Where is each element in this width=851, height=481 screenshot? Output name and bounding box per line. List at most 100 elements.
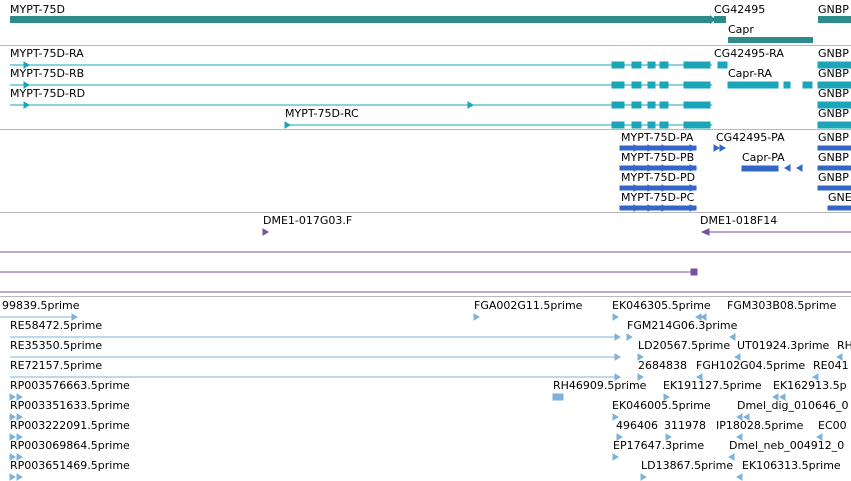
est-label[interactable]: LD13867.5prime (641, 459, 734, 472)
est-label[interactable]: RP003351633.5prime (10, 399, 130, 412)
transcript-label[interactable]: MYPT-75D-RC (285, 107, 359, 120)
gene-mypt-75d-bar[interactable] (10, 16, 710, 23)
est-label[interactable]: 2684838 (638, 359, 687, 372)
transcript-gnbp-exon[interactable] (817, 121, 851, 129)
protein-label[interactable]: MYPT-75D-PA (621, 131, 694, 144)
est-block[interactable] (552, 393, 564, 401)
est-label[interactable]: EC00 (818, 419, 847, 432)
est-arrow[interactable] (696, 373, 703, 381)
protein-label[interactable]: GNBP (818, 151, 849, 164)
est-arrow[interactable] (473, 313, 480, 321)
est-label[interactable]: RE72157.5prime (10, 359, 103, 372)
gene-capr-bar[interactable] (728, 37, 813, 43)
protein-label[interactable]: GNBP (818, 131, 849, 144)
est-label[interactable]: RE35350.5prime (10, 339, 103, 352)
est-arrow[interactable] (9, 413, 16, 421)
est-arrow[interactable] (736, 473, 743, 481)
est-label[interactable]: RP003222091.5prime (10, 419, 130, 432)
protein-label[interactable]: MYPT-75D-PD (621, 171, 696, 184)
est-label[interactable]: RP003651469.5prime (10, 459, 130, 472)
clone-dme1-017g03-marker[interactable] (262, 228, 269, 236)
gene-label-capr[interactable]: Capr (728, 23, 754, 36)
protein-gne-bar[interactable] (827, 205, 851, 211)
est-label[interactable]: EK106313.5prime (742, 459, 841, 472)
protein-label[interactable]: MYPT-75D-PC (621, 191, 695, 204)
protein-label[interactable]: MYPT-75D-PB (621, 151, 695, 164)
est-label[interactable]: RH46909.5prime (553, 379, 647, 392)
est-arrow[interactable] (728, 453, 735, 461)
est-label[interactable]: EK191127.5prime (663, 379, 762, 392)
est-arrow[interactable] (637, 353, 644, 361)
transcript-capr-ra-exon[interactable] (727, 81, 779, 89)
protein-label[interactable]: CG42495-PA (716, 131, 785, 144)
est-arrow[interactable] (9, 433, 16, 441)
est-label[interactable]: EK162913.5p (773, 379, 847, 392)
est-label[interactable]: RP003576663.5prime (10, 379, 130, 392)
est-label[interactable]: 99839.5prime (2, 299, 80, 312)
est-arrow[interactable] (663, 393, 670, 401)
transcript-label[interactable]: Capr-RA (728, 67, 772, 80)
protein-pa-bar[interactable] (619, 145, 697, 151)
est-arrow[interactable] (9, 393, 16, 401)
est-label[interactable]: RE58472.5prime (10, 319, 103, 332)
est-label[interactable]: EP17647.3prime (613, 439, 705, 452)
est-arrow[interactable] (612, 413, 619, 421)
gene-label-gnbp[interactable]: GNBP (818, 3, 849, 16)
est-arrow[interactable] (612, 453, 619, 461)
est-label[interactable]: FGM214G06.3prime (627, 319, 738, 332)
transcript-gnbp-exon[interactable] (817, 61, 851, 69)
est-arrow[interactable] (665, 433, 672, 441)
protein-cg42495-pa-arrow[interactable] (713, 144, 720, 152)
est-label[interactable]: 496406 (616, 419, 658, 432)
est-arrow[interactable] (612, 313, 619, 321)
transcript-label[interactable]: GNBP (818, 47, 849, 60)
protein-label[interactable]: Capr-PA (742, 151, 785, 164)
transcript-label[interactable]: MYPT-75D-RB (10, 67, 85, 80)
est-arrow[interactable] (9, 453, 16, 461)
est-label[interactable]: EK046005.5prime (612, 399, 711, 412)
est-label[interactable]: RP003069864.5prime (10, 439, 130, 452)
est-arrow[interactable] (734, 353, 741, 361)
transcript-label[interactable]: GNBP (818, 107, 849, 120)
protein-pb-bar[interactable] (619, 165, 697, 171)
transcript-label[interactable]: MYPT-75D-RA (10, 47, 84, 60)
protein-gnbp-bar[interactable] (817, 145, 851, 151)
transcript-label[interactable]: CG42495-RA (714, 47, 784, 60)
est-arrow[interactable] (9, 473, 16, 481)
protein-capr-pa-bar[interactable] (741, 165, 779, 172)
est-arrow[interactable] (816, 433, 823, 441)
transcript-gnbp-exon[interactable] (817, 81, 851, 89)
transcript-label[interactable]: GNBP (818, 67, 849, 80)
transcript-cg42495-ra-exon[interactable] (717, 61, 728, 69)
gene-label-cg42495[interactable]: CG42495 (714, 3, 766, 16)
gene-cg42495-bar[interactable] (714, 16, 726, 23)
gene-gnbp-bar[interactable] (818, 16, 851, 23)
est-label[interactable]: 311978 (664, 419, 706, 432)
protein-gnbp-bar[interactable] (817, 185, 851, 191)
est-label[interactable]: Dmel_neb_004912_0 (729, 439, 845, 452)
est-label[interactable]: LD20567.5prime (638, 339, 731, 352)
est-arrow[interactable] (772, 393, 779, 401)
est-arrow[interactable] (637, 373, 644, 381)
protein-label[interactable]: GNBP (818, 171, 849, 184)
est-arrow[interactable] (736, 413, 743, 421)
protein-pc-bar[interactable] (619, 205, 697, 211)
protein-pd-bar[interactable] (619, 185, 697, 191)
est-label[interactable]: FGH102G04.5prime (696, 359, 806, 372)
est-label[interactable]: FGA002G11.5prime (474, 299, 583, 312)
clone-label[interactable]: DME1-018F14 (700, 214, 778, 227)
est-label[interactable]: RE041 (813, 359, 849, 372)
protein-label[interactable]: GNE (828, 191, 851, 204)
est-label[interactable]: IP18028.5prime (716, 419, 804, 432)
est-label[interactable]: FGM303B08.5prime (727, 299, 837, 312)
est-arrow[interactable] (626, 333, 633, 341)
est-label[interactable]: RH (837, 339, 851, 352)
clone-label[interactable]: DME1-017G03.F (263, 214, 353, 227)
est-arrow[interactable] (736, 433, 743, 441)
est-arrow[interactable] (616, 433, 623, 441)
gene-label-mypt-75d[interactable]: MYPT-75D (10, 3, 65, 16)
transcript-label[interactable]: MYPT-75D-RD (10, 87, 86, 100)
est-label[interactable]: UT01924.3prime (737, 339, 830, 352)
transcript-label[interactable]: GNBP (818, 87, 849, 100)
est-arrow[interactable] (640, 473, 647, 481)
